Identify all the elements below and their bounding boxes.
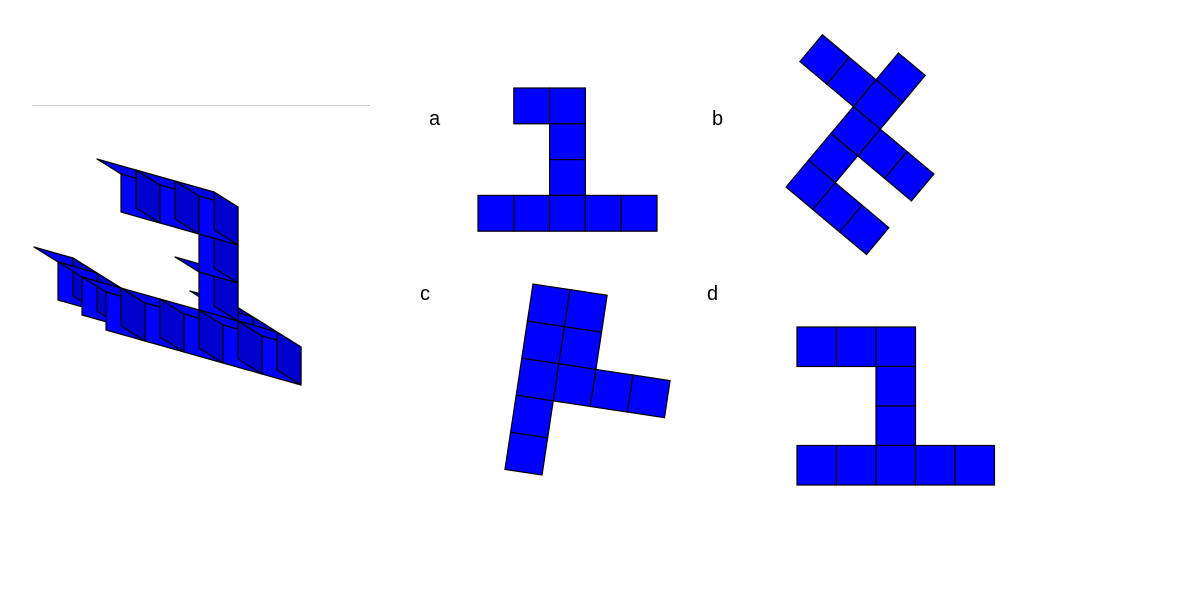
opt-c-grid xyxy=(504,283,671,476)
square-tile xyxy=(563,288,608,333)
square-tile xyxy=(875,444,917,486)
option-d-shape[interactable] xyxy=(796,326,996,486)
square-tile xyxy=(835,444,877,486)
square-tile xyxy=(914,444,956,486)
option-a-shape[interactable] xyxy=(477,87,658,232)
square-tile xyxy=(526,283,571,328)
square-tile xyxy=(838,204,890,256)
option-b-label[interactable]: b xyxy=(712,108,724,130)
option-c-shape[interactable] xyxy=(504,283,681,492)
square-tile xyxy=(626,374,671,419)
square-tile xyxy=(515,357,560,402)
opt-b-grid xyxy=(785,33,935,256)
square-tile xyxy=(796,444,838,486)
square-tile xyxy=(548,123,586,161)
opt-a-grid xyxy=(477,87,658,232)
square-tile xyxy=(509,394,554,439)
square-tile xyxy=(548,87,586,125)
square-tile xyxy=(835,326,877,368)
square-tile xyxy=(875,405,917,447)
square-tile xyxy=(875,326,917,368)
option-c-label[interactable]: c xyxy=(420,283,430,305)
square-tile xyxy=(584,194,622,232)
square-tile xyxy=(552,363,597,408)
square-tile xyxy=(513,194,551,232)
square-tile xyxy=(875,52,927,104)
square-tile xyxy=(504,431,549,476)
reference-cube-structure xyxy=(33,158,302,386)
cube-side-face xyxy=(213,191,239,246)
cube-side-face xyxy=(276,331,302,386)
square-tile xyxy=(883,150,935,202)
square-tile xyxy=(477,194,515,232)
square-tile xyxy=(548,194,586,232)
option-d-label[interactable]: d xyxy=(707,283,719,305)
reference-divider-line xyxy=(32,105,370,106)
option-b-shape[interactable] xyxy=(732,8,979,256)
square-tile xyxy=(513,87,551,125)
square-tile xyxy=(589,368,634,413)
square-tile xyxy=(548,159,586,197)
square-tile xyxy=(875,365,917,407)
square-tile xyxy=(954,444,996,486)
option-a-label[interactable]: a xyxy=(429,108,441,130)
square-tile xyxy=(521,320,566,365)
square-tile xyxy=(558,326,603,371)
square-tile xyxy=(799,33,851,85)
square-tile xyxy=(796,326,838,368)
square-tile xyxy=(620,194,658,232)
